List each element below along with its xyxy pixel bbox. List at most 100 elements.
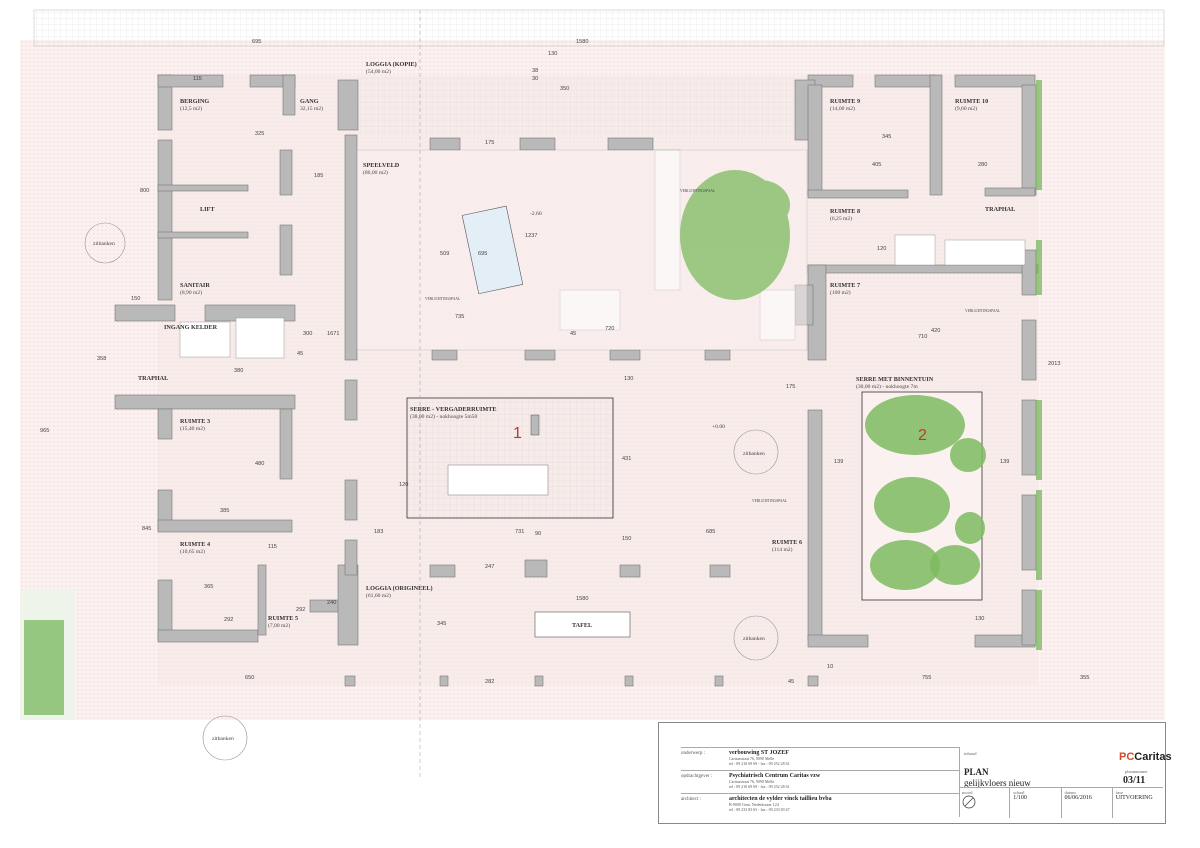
zitbanken-circle-1 xyxy=(84,222,126,264)
dim: 150 xyxy=(622,536,631,542)
dim: 130 xyxy=(624,376,633,382)
dim: 139 xyxy=(1000,459,1009,465)
zitbanken-circle-3 xyxy=(733,615,779,661)
dim: 480 xyxy=(255,461,264,467)
zitbanken-label-4: zitbanken xyxy=(212,736,234,742)
serre-number-2: 2 xyxy=(918,427,927,444)
dim: 365 xyxy=(204,584,213,590)
dim: 120 xyxy=(399,482,408,488)
dim: 45 xyxy=(788,679,794,685)
north-cell: noord xyxy=(959,788,1009,818)
label-speelveld: SPEELVELD xyxy=(363,162,400,169)
datum-key: datum xyxy=(1064,790,1076,795)
architect-name: architecten de vylder vinck taillieu bvb… xyxy=(729,796,832,802)
dim: 800 xyxy=(140,188,149,194)
dim: 431 xyxy=(622,456,631,462)
serre-vergaderruimte xyxy=(406,397,614,519)
logo-caritas: Caritas xyxy=(1134,751,1172,763)
fase-cell: fase UITVOERING xyxy=(1111,788,1163,818)
dim: 1580 xyxy=(576,39,588,45)
zitbanken-circle-2 xyxy=(733,429,779,475)
zitbanken-label-3: zitbanken xyxy=(743,636,765,642)
dim: 420 xyxy=(931,328,940,334)
dim: 380 xyxy=(234,368,243,374)
label-serre-binnentuin: SERRE MET BINNENTUIN xyxy=(856,376,934,383)
area-sanitair: (8,90 m2) xyxy=(180,289,202,296)
verlichtingspaal-1: VERLICHTINGSPAAL xyxy=(680,189,715,193)
room-labels: BERGING (12,5 m2) GANG 32,15 m2) LOGGIA … xyxy=(138,61,1015,629)
dim: 45 xyxy=(570,331,576,337)
loggia-roof xyxy=(358,78,808,138)
dim: 325 xyxy=(255,131,264,137)
zitbanken-label-2: zitbanken xyxy=(743,451,765,457)
zitbanken-circle-4 xyxy=(202,715,248,761)
zitbanken-label-1: zitbanken xyxy=(93,241,115,247)
label-berging: BERGING xyxy=(180,98,209,105)
area-ruimte6: (114 m2) xyxy=(772,546,793,553)
dim: 115 xyxy=(193,76,202,82)
fase-value: UITVOERING xyxy=(1115,795,1153,801)
label-loggia-kopie: LOGGIA (KOPIE) xyxy=(366,61,417,68)
stair-right xyxy=(894,234,1026,266)
area-serre-vergader: (38,00 m2) - nokhoogte 5m50 xyxy=(410,413,477,420)
schaal-value: 1/100 xyxy=(1013,795,1027,801)
label-ruimte7: RUIMTE 7 xyxy=(830,282,860,289)
dim: 695 xyxy=(252,39,261,45)
label-lift: LIFT xyxy=(200,206,215,213)
datum-cell: datum 06/06/2016 xyxy=(1060,788,1112,818)
schaal-cell: schaal 1/100 xyxy=(1009,788,1060,818)
opdrachtgever-value: Psychiatrisch Centrum Caritas vzw Carita… xyxy=(729,771,820,793)
dim: 405 xyxy=(872,162,881,168)
area-ruimte5: (7,00 m2) xyxy=(268,622,290,629)
dim: 292 xyxy=(296,607,305,613)
level-zero: +0.00 xyxy=(712,424,725,430)
dim: 1671 xyxy=(327,331,339,337)
dim: 358 xyxy=(97,356,106,362)
fase-key: fase xyxy=(1115,790,1123,795)
opdrachtgever-name: Psychiatrisch Centrum Caritas vzw xyxy=(729,773,821,779)
opdrachtgever-addr: Caritasstraat 76, 9090 Melle xyxy=(729,779,775,784)
area-gang: 32,15 m2) xyxy=(300,105,323,112)
verlichtingspaal-2: VERLICHTINGSPAAL xyxy=(425,297,460,301)
area-speelveld: (86,00 m2) xyxy=(363,169,388,176)
table xyxy=(534,611,631,638)
dim: 130 xyxy=(548,51,557,57)
dim: 38 xyxy=(532,68,538,74)
area-ruimte10: (9,60 m2) xyxy=(955,105,977,112)
area-ruimte9: (14,00 m2) xyxy=(830,105,855,112)
dim: 735 xyxy=(455,314,464,320)
tree-canopy xyxy=(680,170,790,300)
dim: 2013 xyxy=(1048,361,1060,367)
architect-row: architect : architecten de vylder vinck … xyxy=(681,793,959,816)
dim: 120 xyxy=(877,246,886,252)
dim: 30 xyxy=(532,76,538,82)
drawing-title: PLAN xyxy=(964,767,989,777)
dim: 139 xyxy=(834,459,843,465)
dim: 240 xyxy=(327,600,336,606)
dim: 650 xyxy=(245,675,254,681)
label-ruimte10: RUIMTE 10 xyxy=(955,98,988,105)
north-arrow-icon xyxy=(962,795,976,809)
dim: 755 xyxy=(922,675,931,681)
label-ingang-kelder: INGANG KELDER xyxy=(164,324,218,331)
title-block-meta: noord schaal 1/100 datum 06/06/2016 fase… xyxy=(959,787,1163,818)
dim: 247 xyxy=(485,564,494,570)
onderwerp-tel: tel : 09 210 69 69 - fax : 09 252 28 61 xyxy=(729,761,790,766)
dim: 175 xyxy=(786,384,795,390)
verlichtingspaal-3: VERLICHTINGSPAAL xyxy=(965,309,1000,313)
area-serre-binnentuin: (30,00 m2) - nokhoogte 7m xyxy=(856,383,918,390)
dim: 175 xyxy=(485,140,494,146)
title-block-parties: onderwerp : verbouwing ST JOZEF Caritass… xyxy=(681,747,959,816)
dim: 150 xyxy=(131,296,140,302)
verlichtingspaal-4: VERLICHTINGSPAAL xyxy=(752,499,787,503)
label-traphal-l: TRAPHAL xyxy=(138,375,168,382)
dim: 720 xyxy=(605,326,614,332)
title-block-logo: PCCaritas plannummer 03/11 xyxy=(1119,747,1172,787)
opdrachtgever-row: opdrachtgever : Psychiatrisch Centrum Ca… xyxy=(681,770,959,793)
architect-addr: B-9000 Gent, Nederkouter 124 xyxy=(729,802,779,807)
label-sanitair: SANITAIR xyxy=(180,282,210,289)
schaal-key: schaal xyxy=(1013,790,1025,795)
serre-number-1: 1 xyxy=(513,425,522,442)
dim: 115 xyxy=(268,544,277,550)
